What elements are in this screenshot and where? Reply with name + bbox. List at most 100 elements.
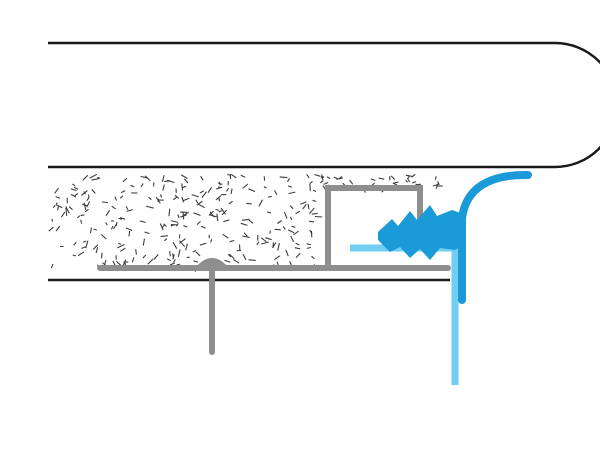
speckle <box>125 227 133 232</box>
speckle <box>260 237 267 243</box>
speckle <box>432 183 439 187</box>
speckle <box>220 207 226 215</box>
speckle <box>195 199 199 204</box>
speckle <box>70 188 77 192</box>
speckle <box>191 194 199 198</box>
speckle <box>272 242 277 249</box>
speckle <box>179 240 186 248</box>
speckle <box>242 183 249 189</box>
speckle <box>198 203 205 209</box>
speckle <box>144 175 151 182</box>
speckle <box>288 191 296 195</box>
c-channel-profile <box>325 185 423 265</box>
speckle <box>118 217 123 220</box>
base-plate <box>97 258 451 355</box>
speckle <box>200 225 206 229</box>
speckle <box>81 246 86 249</box>
speckle <box>86 197 90 202</box>
speckle <box>172 196 177 201</box>
speckle <box>48 226 54 232</box>
countertop-nosing <box>48 41 600 169</box>
speckle <box>193 260 199 263</box>
speckle <box>258 199 264 207</box>
insulation-layer <box>48 173 450 282</box>
speckle <box>229 239 235 243</box>
speckle <box>100 252 103 259</box>
speckle <box>224 259 231 263</box>
speckle <box>167 179 175 184</box>
speckle <box>277 220 282 224</box>
speckle <box>65 207 68 216</box>
speckle <box>176 223 179 227</box>
speckle <box>216 213 219 222</box>
speckle <box>93 228 97 231</box>
speckle <box>105 222 108 226</box>
speckle <box>294 247 301 250</box>
speckle <box>267 195 272 198</box>
speckle <box>306 243 312 246</box>
speckle <box>183 225 188 228</box>
speckle <box>139 220 146 223</box>
anchor-head <box>195 258 229 268</box>
speckle <box>321 174 324 181</box>
speckle <box>295 210 301 215</box>
speckle <box>307 203 310 210</box>
speckle <box>172 253 174 257</box>
speckle <box>74 193 79 197</box>
speckle <box>181 183 184 191</box>
speckle <box>177 214 180 219</box>
speckle <box>407 178 410 183</box>
speckle <box>162 184 165 191</box>
speckle <box>90 227 92 234</box>
speckle <box>169 251 171 257</box>
seal-lip <box>458 170 532 304</box>
speckle <box>87 194 90 199</box>
speckle <box>201 191 208 198</box>
speckle <box>181 196 185 203</box>
speckle <box>101 201 108 204</box>
speckle <box>120 190 126 194</box>
speckle <box>169 262 176 266</box>
speckle <box>172 254 175 260</box>
speckle <box>80 219 83 224</box>
speckle <box>174 194 180 199</box>
speckle <box>185 243 188 251</box>
speckle <box>97 176 101 179</box>
speckle <box>243 232 248 237</box>
speckle <box>166 258 171 262</box>
speckle <box>120 247 126 252</box>
speckle <box>89 173 98 179</box>
speckle <box>293 230 299 236</box>
speckle <box>182 185 187 189</box>
speckle <box>390 175 396 181</box>
speckle <box>311 212 318 215</box>
speckle <box>172 241 178 249</box>
speckle <box>230 188 233 195</box>
speckle <box>52 204 56 209</box>
speckle <box>309 181 313 184</box>
speckle <box>434 176 437 180</box>
speckle <box>240 222 248 226</box>
speckle <box>81 190 88 196</box>
speckle <box>215 208 220 211</box>
speckle <box>72 254 77 257</box>
speckle <box>147 258 154 265</box>
speckle <box>218 210 223 213</box>
speckle <box>126 208 133 212</box>
speckle <box>291 225 296 228</box>
speckle <box>105 209 111 217</box>
speckle <box>77 251 85 257</box>
speckle <box>289 216 293 221</box>
speckle <box>274 228 281 231</box>
speckle <box>168 208 171 217</box>
speckle <box>112 260 116 266</box>
speckle <box>314 215 323 218</box>
speckle <box>182 211 189 217</box>
speckle <box>405 179 409 183</box>
speckle <box>242 253 247 261</box>
speckle <box>176 263 181 266</box>
speckle <box>83 240 87 243</box>
speckle <box>159 194 163 198</box>
speckle <box>142 238 146 246</box>
